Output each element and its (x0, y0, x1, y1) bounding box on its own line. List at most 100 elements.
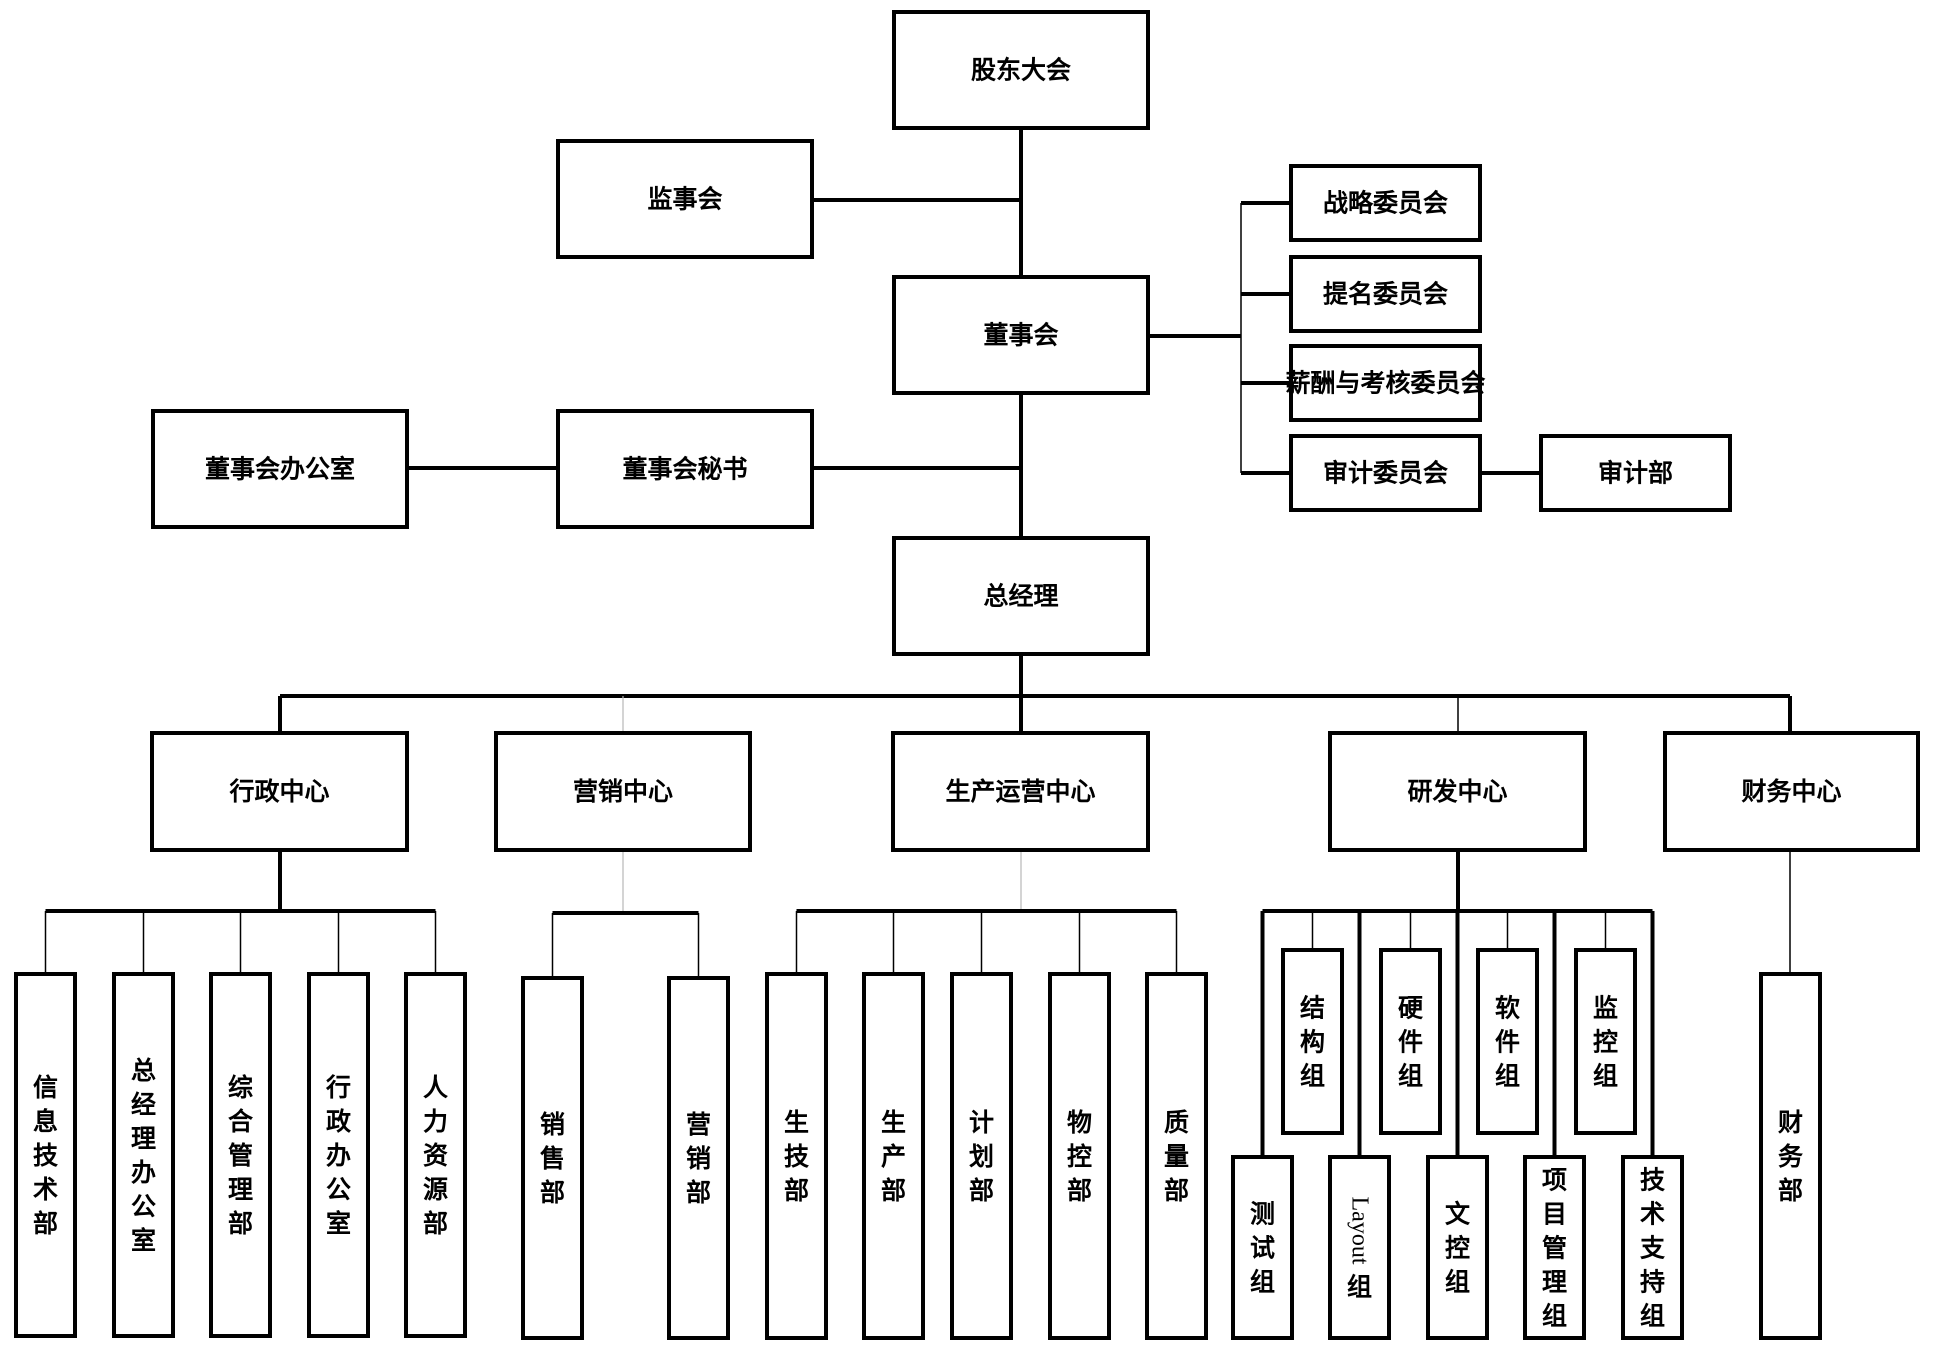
production-dept-4-label: 质量部 (1164, 1108, 1189, 1205)
production-dept-1: 生产部 (862, 972, 925, 1340)
rd-upper-group-1-label: 硬件组 (1398, 993, 1424, 1090)
admin-dept-1-label: 总经理办公室 (131, 1056, 156, 1255)
admin-dept-0-box (14, 972, 77, 1338)
marketing-dept-0-label: 销售部 (540, 1110, 565, 1207)
center-1: 营销中心 (494, 731, 752, 852)
rd-lower-group-2-label: 文控组 (1445, 1199, 1471, 1296)
committee-2-box (1289, 344, 1482, 422)
center-0: 行政中心 (150, 731, 409, 852)
production-dept-3: 物控部 (1048, 972, 1111, 1340)
admin-dept-4-box (404, 972, 467, 1338)
rd-lower-group-1-box (1328, 1155, 1391, 1340)
committee-1: 提名委员会 (1289, 255, 1482, 333)
rd-upper-group-2-box (1476, 948, 1539, 1135)
production-dept-0-label: 生技部 (784, 1108, 809, 1205)
admin-dept-4: 人力资源部 (404, 972, 467, 1338)
production-dept-2-label: 计划部 (969, 1108, 994, 1205)
admin-dept-3: 行政办公室 (307, 972, 370, 1338)
finance-dept-0: 财务部 (1759, 972, 1822, 1340)
production-dept-2-box (950, 972, 1013, 1340)
rd-upper-group-1-box (1379, 948, 1442, 1135)
shareholders-meeting-box (892, 10, 1150, 130)
committee-0-label: 战略委员会 (1323, 189, 1448, 218)
admin-dept-2: 综合管理部 (209, 972, 272, 1338)
rd-lower-group-4-label: 技术支持组 (1640, 1165, 1665, 1330)
rd-lower-group-3: 项目管理组 (1523, 1155, 1586, 1340)
committee-2: 薪酬与考核委员会 (1285, 344, 1486, 422)
connector-lines (44, 128, 1792, 1157)
center-2-label: 生产运营中心 (945, 777, 1095, 806)
board-secretary-label: 董事会秘书 (622, 455, 747, 484)
rd-lower-group-1-label: 组 (1347, 1272, 1372, 1301)
board-secretary-box (556, 409, 814, 529)
committee-3: 审计委员会 (1289, 434, 1482, 512)
center-4-box (1663, 731, 1920, 852)
committee-2-label: 薪酬与考核委员会 (1285, 369, 1485, 398)
board-of-directors: 董事会 (892, 275, 1150, 395)
center-0-box (150, 731, 409, 852)
admin-dept-2-box (209, 972, 272, 1338)
general-manager: 总经理 (892, 536, 1150, 656)
rd-lower-group-1: Layout 组 (1328, 1155, 1391, 1340)
board-office-label: 董事会办公室 (205, 455, 355, 484)
production-dept-2: 计划部 (950, 972, 1013, 1340)
committee-1-box (1289, 255, 1482, 333)
committee-0: 战略委员会 (1289, 164, 1482, 242)
rd-upper-group-3: 监控组 (1574, 948, 1637, 1135)
board-secretary: 董事会秘书 (556, 409, 814, 529)
rd-lower-group-4-box (1621, 1155, 1684, 1340)
rd-lower-group-2: 文控组 (1426, 1155, 1489, 1340)
committee-0-box (1289, 164, 1482, 242)
admin-dept-1: 总经理办公室 (112, 972, 175, 1338)
committee-1-label: 提名委员会 (1323, 280, 1448, 309)
admin-dept-3-box (307, 972, 370, 1338)
center-3-box (1328, 731, 1587, 852)
center-3: 研发中心 (1328, 731, 1587, 852)
production-dept-1-label: 生产部 (881, 1108, 906, 1205)
committee-3-label: 审计委员会 (1323, 459, 1448, 488)
marketing-dept-1-label: 营销部 (686, 1110, 711, 1207)
audit-department: 审计部 (1539, 434, 1732, 512)
rd-lower-group-1-latin-label: Layout (1347, 1197, 1373, 1265)
committee-3-box (1289, 434, 1482, 512)
finance-dept-0-box (1759, 972, 1822, 1340)
marketing-dept-1: 营销部 (667, 976, 730, 1340)
rd-lower-group-4: 技术支持组 (1621, 1155, 1684, 1340)
finance-dept-0-label: 财务部 (1778, 1108, 1803, 1205)
board-of-directors-label: 董事会 (983, 321, 1058, 350)
rd-upper-group-0-label: 结构组 (1300, 993, 1325, 1090)
rd-upper-group-2: 软件组 (1476, 948, 1539, 1135)
admin-dept-3-label: 行政办公室 (325, 1073, 352, 1238)
rd-lower-group-0-box (1231, 1155, 1294, 1340)
rd-upper-group-3-box (1574, 948, 1637, 1135)
rd-upper-group-2-label: 软件组 (1495, 993, 1520, 1090)
rd-lower-group-2-box (1426, 1155, 1489, 1340)
production-dept-4-box (1145, 972, 1208, 1340)
shareholders-meeting: 股东大会 (892, 10, 1150, 130)
rd-lower-group-3-label: 项目管理组 (1542, 1165, 1567, 1330)
marketing-dept-0-box (521, 976, 584, 1340)
center-4-label: 财务中心 (1741, 777, 1841, 806)
board-office: 董事会办公室 (151, 409, 409, 529)
center-0-label: 行政中心 (228, 777, 329, 806)
production-dept-0: 生技部 (765, 972, 828, 1340)
marketing-dept-0: 销售部 (521, 976, 584, 1340)
production-dept-0-box (765, 972, 828, 1340)
rd-lower-group-0: 测试组 (1231, 1155, 1294, 1340)
general-manager-label: 总经理 (983, 582, 1058, 611)
production-dept-1-box (862, 972, 925, 1340)
admin-dept-2-label: 综合管理部 (228, 1073, 254, 1238)
production-dept-3-label: 物控部 (1067, 1108, 1092, 1205)
center-1-label: 营销中心 (573, 777, 673, 806)
shareholders-meeting-label: 股东大会 (971, 56, 1071, 85)
board-of-directors-box (892, 275, 1150, 395)
center-2-box (891, 731, 1150, 852)
production-dept-4: 质量部 (1145, 972, 1208, 1340)
rd-upper-group-0-box (1281, 948, 1344, 1135)
general-manager-box (892, 536, 1150, 656)
center-1-box (494, 731, 752, 852)
supervisory-board-label: 监事会 (647, 185, 722, 214)
board-office-box (151, 409, 409, 529)
